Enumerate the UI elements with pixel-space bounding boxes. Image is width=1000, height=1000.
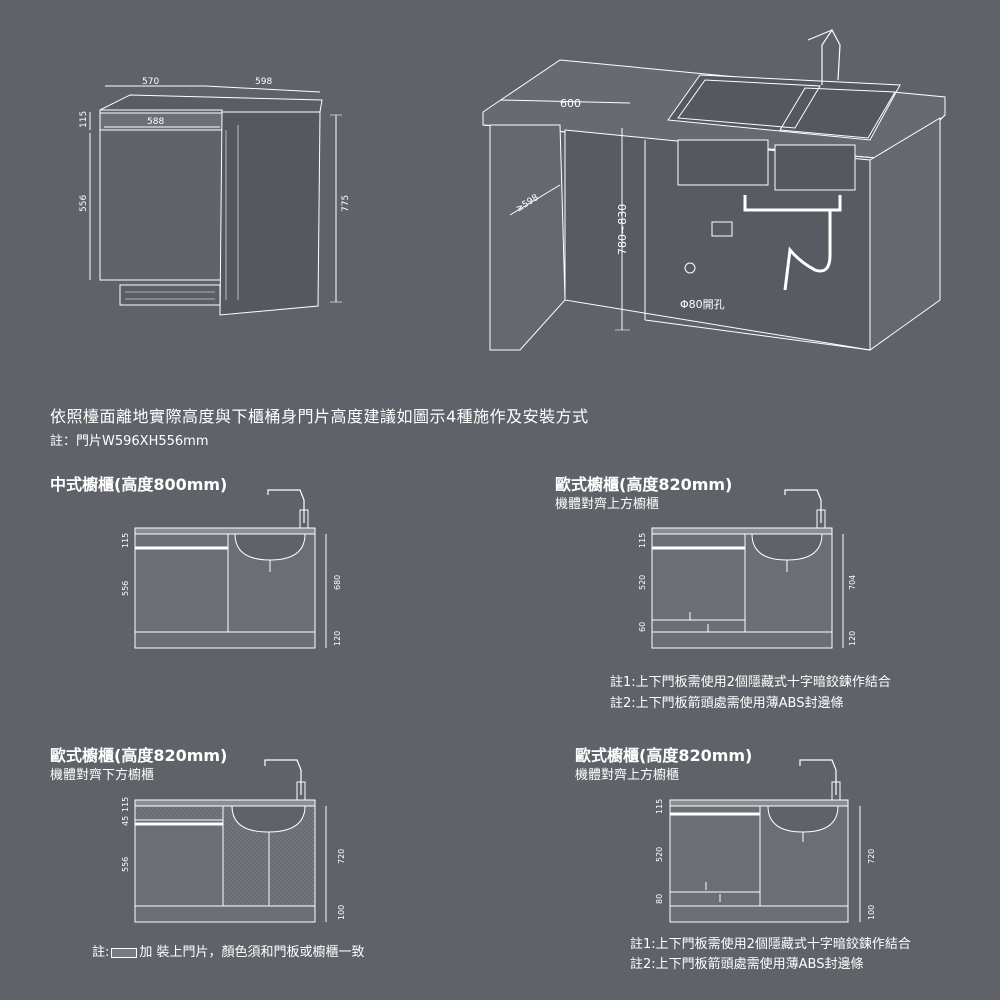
panel2-dim-115: 115 xyxy=(638,533,647,548)
panel2-dim-60: 60 xyxy=(638,622,647,632)
panel1-dim-120: 120 xyxy=(333,631,342,646)
panel2-note2: 註2:上下門板箭頭處需使用薄ABS封邊條 xyxy=(610,696,844,711)
hatch-swatch xyxy=(111,947,138,958)
door-size-note: 註：門片W596XH556mm xyxy=(50,434,209,449)
panel4-title: 歐式櫥櫃(高度820mm) xyxy=(575,746,753,765)
panel4-dim-520: 520 xyxy=(655,847,664,862)
dim-115: 115 xyxy=(79,111,89,128)
panel1-drawing xyxy=(134,489,327,649)
panel3-dim-45: 45 xyxy=(121,816,130,826)
panel2-note1: 註1:上下門板需使用2個隱藏式十字暗鉸鍊作結合 xyxy=(610,675,891,690)
panel3-dim-556: 556 xyxy=(121,857,130,872)
panel2-drawing xyxy=(651,489,844,649)
panel1-dim-556: 556 xyxy=(121,581,130,596)
panel3-title: 歐式櫥櫃(高度820mm) xyxy=(50,746,228,765)
panel4-dim-720: 720 xyxy=(867,849,876,864)
panel2-dim-704: 704 xyxy=(848,575,857,590)
dim-775: 775 xyxy=(341,195,351,212)
panel3-note-prefix: 註: xyxy=(92,945,110,960)
dim-570: 570 xyxy=(142,77,159,87)
panel4-note2: 註2:上下門板箭頭處需使用薄ABS封邊條 xyxy=(630,957,864,972)
panel2-subtitle: 機體對齊上方櫥櫃 xyxy=(555,497,660,512)
panel3-drawing xyxy=(134,759,327,923)
dim-598: 598 xyxy=(255,77,272,87)
cabinet-perspective xyxy=(482,28,946,351)
panel2-dim-120: 120 xyxy=(848,631,857,646)
panel4-note1: 註1:上下門板需使用2個隱藏式十字暗鉸鍊作結合 xyxy=(630,937,911,952)
hole-label: Φ80開孔 xyxy=(680,298,725,311)
panel4-dim-115: 115 xyxy=(655,799,664,814)
panel3-dim-100: 100 xyxy=(337,905,346,920)
panel4-subtitle: 機體對齊上方櫥櫃 xyxy=(575,768,680,783)
dim-600: 600 xyxy=(560,97,581,110)
panel3-dim-720: 720 xyxy=(337,849,346,864)
panel2-dim-520: 520 xyxy=(638,575,647,590)
panel2-title: 歐式櫥櫃(高度820mm) xyxy=(555,475,733,494)
panel3-subtitle: 機體對齊下方櫥櫃 xyxy=(50,768,155,783)
panel1-dim-680: 680 xyxy=(333,575,342,590)
page-heading: 依照檯面離地實際高度與下櫃桶身門片高度建議如圖示4種施作及安裝方式 xyxy=(50,407,589,426)
panel3-note-text: 加 裝上門片，顏色須和門板或櫥櫃一致 xyxy=(139,945,365,960)
panel3-note: 註: 加 裝上門片，顏色須和門板或櫥櫃一致 xyxy=(92,941,365,960)
panel3-dim-115: 115 xyxy=(121,797,130,812)
panel1-dim-115: 115 xyxy=(121,533,130,548)
dim-588: 588 xyxy=(147,117,164,127)
dim-556: 556 xyxy=(79,195,89,212)
panel4-dim-100: 100 xyxy=(867,905,876,920)
panel1-title: 中式櫥櫃(高度800mm) xyxy=(50,475,228,494)
dim-height: 780~830 xyxy=(616,204,629,255)
panel4-drawing xyxy=(669,759,861,923)
dishwasher-perspective xyxy=(89,85,342,316)
panel4-dim-80: 80 xyxy=(655,894,664,904)
